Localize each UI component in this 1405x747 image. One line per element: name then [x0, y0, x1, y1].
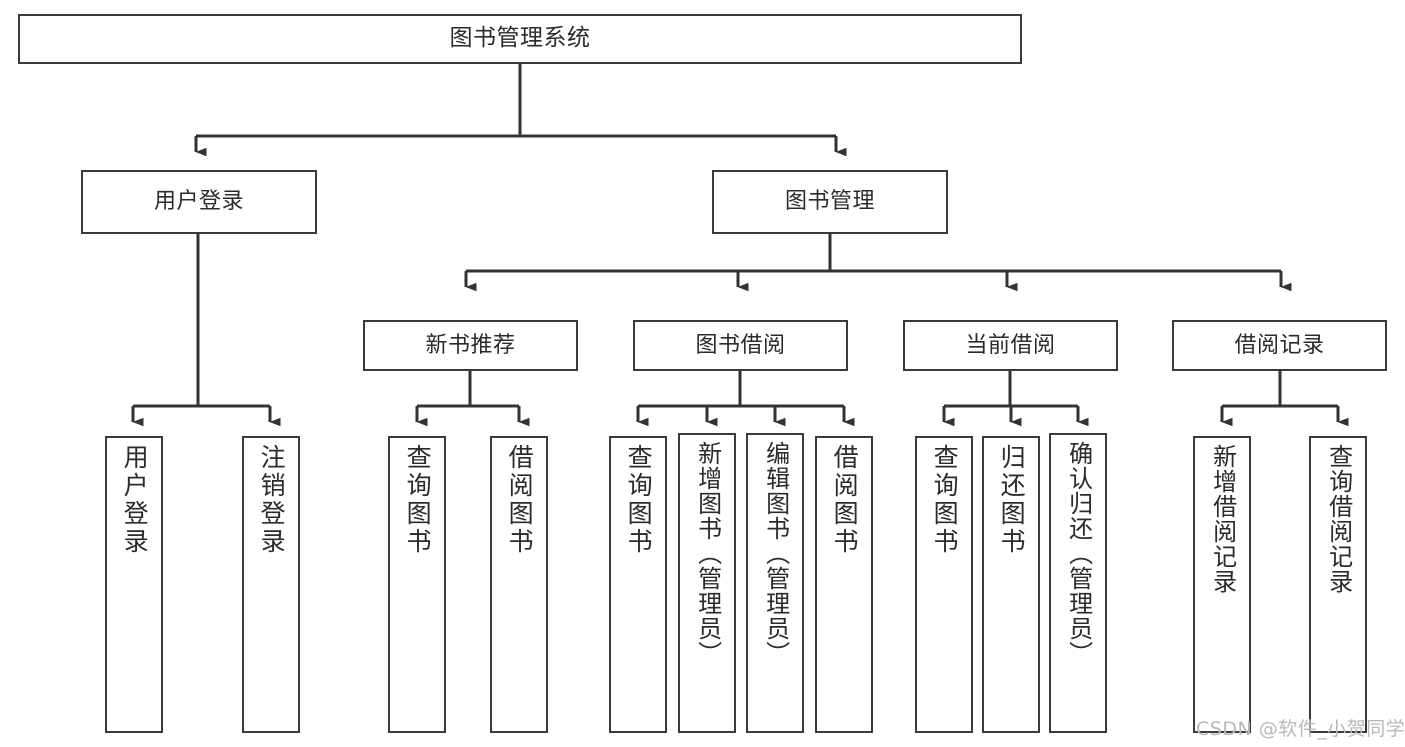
node-leaf-query-book-borrow[interactable]: 查询图书 [609, 436, 667, 733]
node-label: 用户登录 [153, 189, 244, 215]
node-leaf-query-book-newbook[interactable]: 查询图书 [388, 436, 446, 733]
node-leaf-query-record[interactable]: 查询借阅记录 [1309, 436, 1367, 733]
node-leaf-query-book-current[interactable]: 查询图书 [915, 436, 973, 733]
node-label: 查询图书 [403, 444, 433, 556]
csdn-watermark: CSDN @软件_小贺同学 [1196, 718, 1405, 740]
node-label: 图书管理 [784, 189, 875, 215]
node-current-borrow[interactable]: 当前借阅 [903, 320, 1118, 371]
node-leaf-user-login[interactable]: 用户登录 [105, 436, 163, 733]
node-label: 查询图书 [930, 444, 960, 556]
node-book-management[interactable]: 图书管理 [712, 170, 948, 234]
node-label: 当前借阅 [965, 332, 1056, 358]
node-leaf-confirm-return[interactable]: 确认归还（管理员） [1049, 433, 1107, 733]
node-label: 新增借阅记录 [1208, 444, 1237, 594]
node-label: 借阅图书 [505, 444, 535, 556]
node-label: 图书借阅 [695, 332, 786, 358]
node-label: 注销登录 [257, 444, 287, 556]
node-label: 归还图书 [997, 444, 1027, 556]
node-leaf-add-record[interactable]: 新增借阅记录 [1193, 436, 1251, 733]
node-label: 借阅记录 [1234, 332, 1325, 358]
node-leaf-borrow-book-newbook[interactable]: 借阅图书 [490, 436, 548, 733]
node-label: 图书管理系统 [449, 25, 591, 52]
node-label: 确认归还（管理员） [1064, 441, 1093, 666]
node-leaf-add-book[interactable]: 新增图书（管理员） [678, 433, 736, 733]
node-book-borrow[interactable]: 图书借阅 [633, 320, 848, 371]
node-root-system[interactable]: 图书管理系统 [18, 14, 1022, 64]
node-label: 查询图书 [624, 444, 654, 556]
node-leaf-edit-book[interactable]: 编辑图书（管理员） [746, 433, 804, 733]
node-user-login[interactable]: 用户登录 [81, 170, 317, 234]
node-label: 用户登录 [120, 444, 150, 556]
node-label: 查询借阅记录 [1324, 444, 1353, 594]
node-label: 新增图书（管理员） [693, 441, 722, 666]
node-leaf-user-logout[interactable]: 注销登录 [242, 436, 300, 733]
node-label: 借阅图书 [830, 444, 860, 556]
node-leaf-borrow-book-borrow[interactable]: 借阅图书 [815, 436, 873, 733]
node-label: 新书推荐 [425, 332, 516, 358]
node-borrow-records[interactable]: 借阅记录 [1172, 320, 1387, 371]
node-new-book-recommend[interactable]: 新书推荐 [363, 320, 578, 371]
node-label: 编辑图书（管理员） [761, 441, 790, 666]
node-leaf-return-book[interactable]: 归还图书 [982, 436, 1040, 733]
